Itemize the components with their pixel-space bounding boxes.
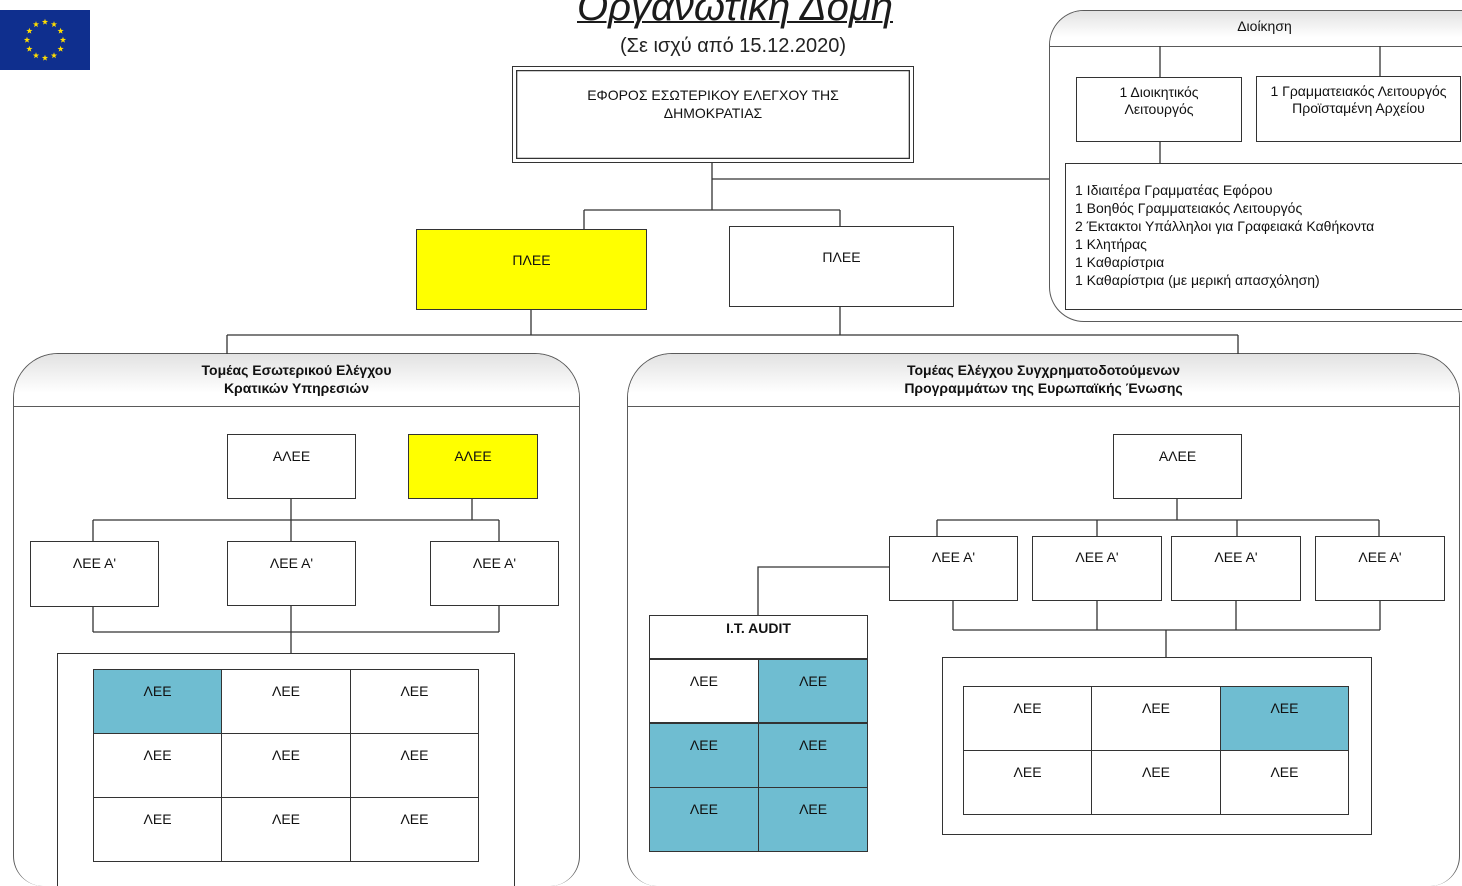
it-audit-block: I.T. AUDIT ΛΕΕ ΛΕΕ ΛΕΕ ΛΕΕ ΛΕΕ ΛΕΕ xyxy=(649,615,868,852)
officer-cell: ΛΕΕ xyxy=(650,659,758,723)
staff-item: 1 Κλητήρας xyxy=(1075,236,1147,252)
officer-a-box: ΛΕΕ Α' xyxy=(1032,536,1162,601)
state-sector-title-line2: Κρατικών Υπηρεσιών xyxy=(223,379,370,396)
senior-officer-box: ΠΛΕΕ xyxy=(416,229,647,310)
admin-role-line2: Λειτουργός xyxy=(1124,101,1194,117)
eu-sector-title-line1: Τομέας Ελέγχου Συγχρηματοδοτούμενων xyxy=(906,361,1181,378)
admin-role-box: 1 Διοικητικός Λειτουργός xyxy=(1076,77,1242,142)
officer-a-box: ΛΕΕ Α' xyxy=(30,541,159,607)
staff-item: 2 Έκτακτοι Υπάλληλοι για Γραφειακά Καθήκ… xyxy=(1075,218,1375,234)
officer-cell: ΛΕΕ xyxy=(650,788,758,851)
admin-role-line2: Προϊσταμένη Αρχείου xyxy=(1292,100,1425,116)
state-sector-title-line1: Τομέας Εσωτερικού Ελέγχου xyxy=(201,361,392,378)
page-subtitle: (Σε ισχύ από 15.12.2020) xyxy=(619,35,847,57)
administration-title: Διοίκηση xyxy=(1050,11,1462,47)
officer-cell: ΛΕΕ xyxy=(350,734,478,797)
page-title: Οργανωτική Δομή xyxy=(577,0,893,29)
state-officers-grid: ΛΕΕ ΛΕΕ ΛΕΕ ΛΕΕ ΛΕΕ ΛΕΕ ΛΕΕ ΛΕΕ ΛΕΕ xyxy=(93,669,479,862)
it-audit-grid: ΛΕΕ ΛΕΕ ΛΕΕ ΛΕΕ ΛΕΕ ΛΕΕ xyxy=(650,659,867,851)
officer-cell: ΛΕΕ xyxy=(350,670,478,733)
officer-a-box: ΛΕΕ Α' xyxy=(1315,536,1445,601)
officer-cell: ΛΕΕ xyxy=(1092,687,1220,750)
eu-sector-title-line2: Προγραμμάτων της Ευρωπαϊκής Ένωσης xyxy=(904,379,1183,396)
assistant-director-box: ΑΛΕΕ xyxy=(1113,434,1242,499)
officer-a-box: ΛΕΕ Α' xyxy=(430,541,559,606)
eu-officers-grid: ΛΕΕ ΛΕΕ ΛΕΕ ΛΕΕ ΛΕΕ ΛΕΕ xyxy=(963,686,1349,815)
officer-cell: ΛΕΕ xyxy=(964,687,1092,750)
officer-a-box: ΛΕΕ Α' xyxy=(1171,536,1301,601)
staff-item: 1 Βοηθός Γραμματειακός Λειτουργός xyxy=(1075,200,1303,216)
eu-flag-icon xyxy=(0,10,90,70)
admin-role-line1: 1 Διοικητικός xyxy=(1119,84,1199,100)
eu-officers-frame xyxy=(942,657,1372,835)
admin-staff-list: 1 Ιδιαιτέρα Γραμματέας Εφόρου 1 Βοηθός Γ… xyxy=(1065,163,1462,310)
officer-cell: ΛΕΕ xyxy=(222,734,350,797)
senior-officer-box: ΠΛΕΕ xyxy=(729,226,954,307)
officer-a-box: ΛΕΕ Α' xyxy=(227,541,356,606)
eu-sector-header: Τομέας Ελέγχου Συγχρηματοδοτούμενων Προγ… xyxy=(628,354,1459,407)
director-line2: ΔΗΜΟΚΡΑΤΙΑΣ xyxy=(663,105,763,121)
officer-cell: ΛΕΕ xyxy=(222,798,350,861)
staff-item: 1 Καθαρίστρια (με μερική απασχόληση) xyxy=(1075,272,1320,288)
it-audit-title: I.T. AUDIT xyxy=(650,616,867,659)
officer-cell: ΛΕΕ xyxy=(350,798,478,861)
admin-role-box: 1 Γραμματειακός Λειτουργός Προϊσταμένη Α… xyxy=(1256,76,1461,142)
officer-cell: ΛΕΕ xyxy=(964,751,1092,814)
officer-cell: ΛΕΕ xyxy=(222,670,350,733)
officer-cell: ΛΕΕ xyxy=(759,788,867,851)
admin-role-line1: 1 Γραμματειακός Λειτουργός xyxy=(1270,83,1447,99)
state-sector-header: Τομέας Εσωτερικού Ελέγχου Κρατικών Υπηρε… xyxy=(14,354,579,407)
assistant-director-box: ΑΛΕΕ xyxy=(227,434,356,499)
officer-cell: ΛΕΕ xyxy=(94,734,222,797)
director-box: ΕΦΟΡΟΣ ΕΣΩΤΕΡΙΚΟΥ ΕΛΕΓΧΟΥ ΤΗΣ ΔΗΜΟΚΡΑΤΙΑ… xyxy=(512,66,914,163)
assistant-director-box: ΑΛΕΕ xyxy=(408,434,538,499)
officer-cell: ΛΕΕ xyxy=(650,723,758,787)
officer-cell: ΛΕΕ xyxy=(1220,751,1348,814)
staff-item: 1 Ιδιαιτέρα Γραμματέας Εφόρου xyxy=(1075,182,1273,198)
officer-cell: ΛΕΕ xyxy=(759,659,867,723)
officer-cell: ΛΕΕ xyxy=(1092,751,1220,814)
officer-cell: ΛΕΕ xyxy=(759,723,867,787)
staff-item: 1 Καθαρίστρια xyxy=(1075,254,1165,270)
officer-cell: ΛΕΕ xyxy=(94,670,222,733)
officer-cell: ΛΕΕ xyxy=(1220,687,1348,750)
state-officers-frame xyxy=(57,653,515,886)
officer-a-box: ΛΕΕ Α' xyxy=(889,536,1018,601)
director-line1: ΕΦΟΡΟΣ ΕΣΩΤΕΡΙΚΟΥ ΕΛΕΓΧΟΥ ΤΗΣ xyxy=(587,87,839,103)
officer-cell: ΛΕΕ xyxy=(94,798,222,861)
